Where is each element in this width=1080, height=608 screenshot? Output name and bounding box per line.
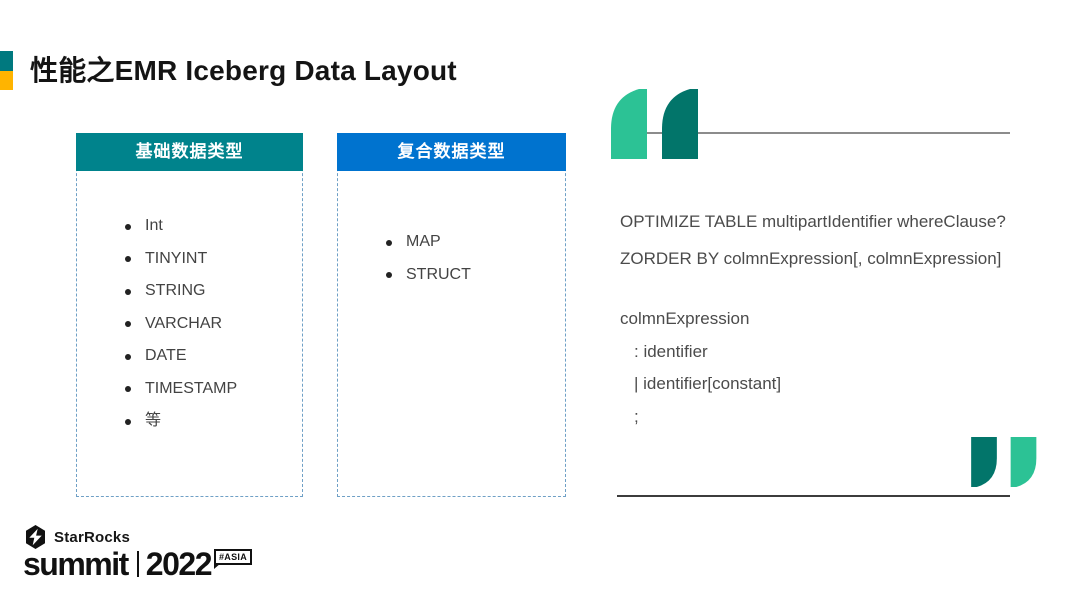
summit-wordmark: summit bbox=[23, 546, 129, 582]
page-title: 性能之EMR Iceberg Data Layout bbox=[30, 55, 457, 86]
close-quote-icon bbox=[971, 437, 997, 487]
basic-types-box: 基础数据类型 Int TINYINT STRING VARCHAR DATE T… bbox=[76, 133, 303, 497]
title-accent-marker bbox=[0, 51, 13, 90]
composite-types-header: 复合数据类型 bbox=[337, 133, 566, 171]
list-item: TIMESTAMP bbox=[77, 373, 302, 406]
starrocks-logo-icon bbox=[26, 525, 45, 549]
list-item: DATE bbox=[77, 340, 302, 373]
list-item: STRING bbox=[77, 275, 302, 308]
list-item: TINYINT bbox=[77, 243, 302, 276]
open-quote-icon bbox=[662, 89, 698, 159]
list-item: 等 bbox=[77, 405, 302, 438]
asia-tag-badge: #ASIA bbox=[213, 549, 252, 569]
list-item: MAP bbox=[338, 226, 565, 259]
quote-line: : identifier bbox=[634, 341, 708, 361]
brand-name: StarRocks bbox=[54, 528, 131, 546]
starrocks-brand: StarRocks bbox=[24, 525, 130, 549]
quote-grammar: colmnExpression : identifier | identifie… bbox=[620, 303, 781, 433]
composite-types-box: 复合数据类型 MAP STRUCT bbox=[337, 133, 566, 497]
summit-logo: summit 2022 #ASIA bbox=[23, 547, 252, 581]
quote-sql-syntax: OPTIMIZE TABLE multipartIdentifier where… bbox=[620, 203, 1006, 277]
list-item: Int bbox=[77, 210, 302, 243]
quote-line: | identifier[constant] bbox=[634, 374, 782, 393]
wordmark-divider bbox=[136, 551, 139, 577]
quote-bottom-rule bbox=[617, 495, 1010, 497]
title-accent-top bbox=[0, 51, 13, 71]
open-quote-icon bbox=[611, 89, 647, 159]
close-quote-icon bbox=[1010, 437, 1037, 487]
quote-top-rule bbox=[634, 132, 1010, 134]
basic-types-header: 基础数据类型 bbox=[76, 133, 303, 171]
list-item: STRUCT bbox=[338, 259, 565, 292]
list-item: VARCHAR bbox=[77, 308, 302, 341]
quote-line: ZORDER BY colmnExpression[, colmnExpress… bbox=[620, 249, 1002, 268]
year-wordmark: 2022 bbox=[145, 546, 213, 582]
quote-line: ; bbox=[634, 406, 639, 426]
basic-types-list: Int TINYINT STRING VARCHAR DATE TIMESTAM… bbox=[77, 210, 302, 438]
quote-line: colmnExpression bbox=[620, 309, 750, 328]
quote-line: OPTIMIZE TABLE multipartIdentifier where… bbox=[620, 212, 1006, 231]
title-accent-bottom bbox=[0, 70, 13, 90]
composite-types-list: MAP STRUCT bbox=[338, 226, 565, 291]
